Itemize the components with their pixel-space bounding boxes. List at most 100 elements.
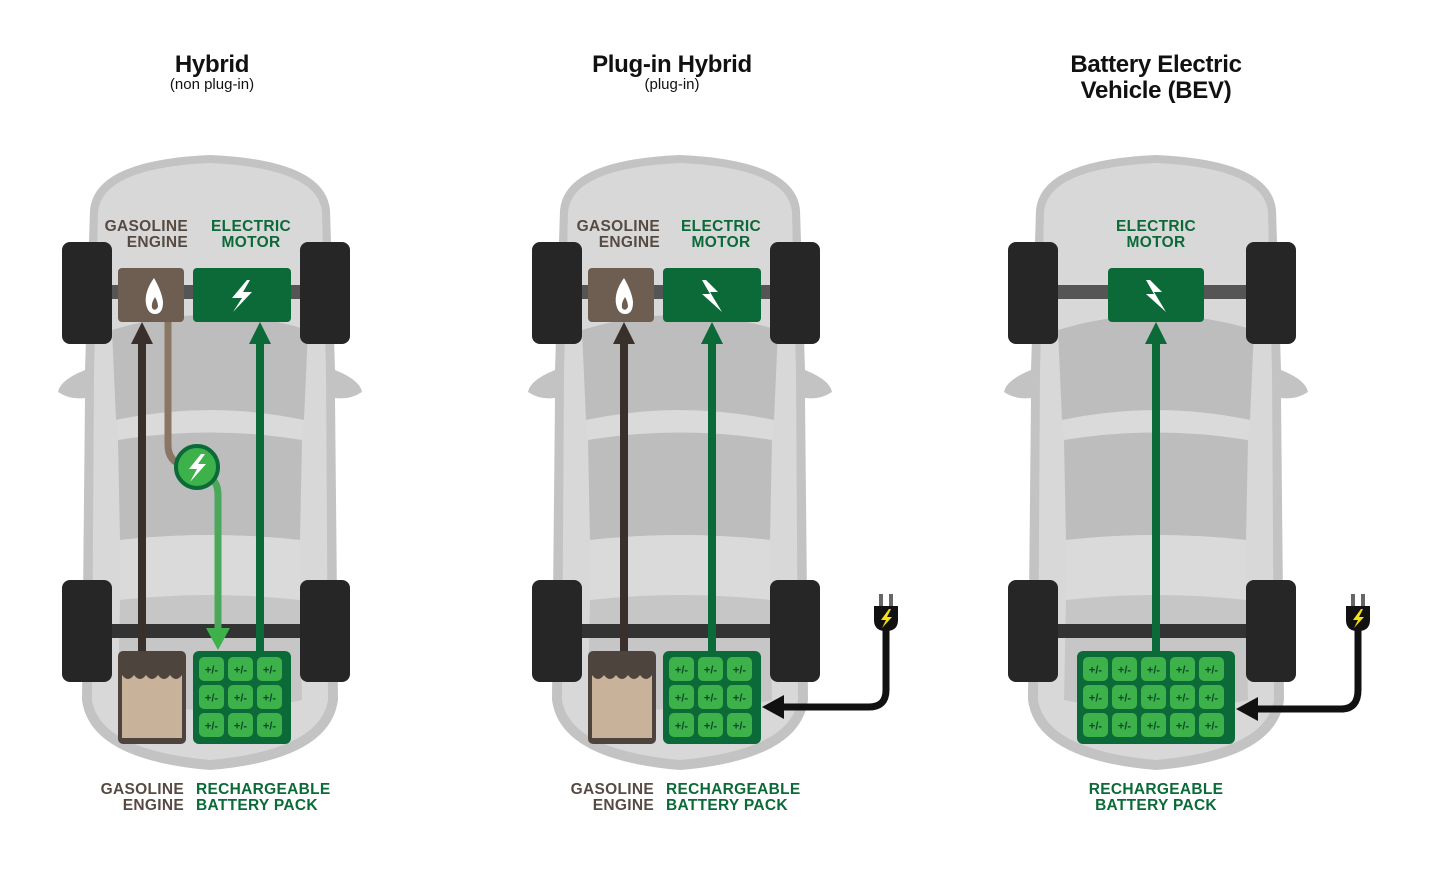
title-main: Hybrid xyxy=(174,51,250,78)
svg-text:+/-: +/- xyxy=(733,665,746,677)
label-gasoline-engine-bottom: GASOLINE ENGINE xyxy=(570,781,654,814)
svg-text:+/-: +/- xyxy=(1176,721,1189,733)
svg-text:+/-: +/- xyxy=(1147,721,1160,733)
label-electric-motor-top: ELECTRIC MOTOR xyxy=(681,218,761,251)
label-gasoline-engine-top: GASOLINE ENGINE xyxy=(104,218,188,251)
battery-cell xyxy=(1083,713,1108,737)
battery-cell xyxy=(228,685,253,709)
fuel-tank-icon xyxy=(118,651,186,744)
svg-text:+/-: +/- xyxy=(234,693,247,705)
svg-text:+/-: +/- xyxy=(675,665,688,677)
svg-text:+/-: +/- xyxy=(704,693,717,705)
battery-cell xyxy=(698,713,723,737)
battery-cell xyxy=(669,713,694,737)
svg-text:+/-: +/- xyxy=(733,693,746,705)
svg-text:+/-: +/- xyxy=(1176,693,1189,705)
tire-rear-right xyxy=(300,580,350,682)
title-subtitle: (plug-in) xyxy=(644,76,700,93)
label-electric-motor-top: ELECTRIC MOTOR xyxy=(1116,218,1196,251)
svg-text:+/-: +/- xyxy=(1089,693,1102,705)
label-battery-pack-bottom: RECHARGEABLE BATTERY PACK xyxy=(1088,781,1224,814)
battery-cell xyxy=(669,657,694,681)
label-electric-motor-top: ELECTRIC MOTOR xyxy=(211,218,291,251)
battery-pack: +/-+/-+/-+/-+/-+/-+/-+/-+/- xyxy=(663,651,761,744)
label-battery-pack-bottom: RECHARGEABLE BATTERY PACK xyxy=(666,781,801,814)
lightning-bolt-icon xyxy=(663,268,761,322)
tire-rear-left xyxy=(1008,580,1058,682)
panel-hybrid: +/- +/- +/- +/- +/- +/- +/- +/- +/- Hybrid (non … xyxy=(0,0,476,874)
rear-axle xyxy=(560,624,800,638)
svg-text:+/-: +/- xyxy=(205,693,218,705)
panel-title: Hybrid (non plug-in) xyxy=(0,51,424,93)
battery-cell xyxy=(1112,685,1137,709)
svg-text:+/-: +/- xyxy=(704,665,717,677)
generator-icon xyxy=(174,444,220,490)
battery-cell xyxy=(199,713,224,737)
panel-title: Battery Electric Vehicle (BEV) xyxy=(946,52,1366,104)
panel-plugin-hybrid: +/-+/-+/-+/-+/-+/-+/-+/-+/- Plug-in Hybr… xyxy=(470,0,946,874)
svg-text:+/-: +/- xyxy=(1118,665,1131,677)
car-top-view-hybrid: +/- +/- +/- +/- +/- +/- +/- +/- +/- xyxy=(58,155,362,770)
svg-text:+/-: +/- xyxy=(205,721,218,733)
fuel-tank-icon xyxy=(588,651,656,744)
tire-rear-right xyxy=(770,580,820,682)
battery-cell xyxy=(1083,685,1108,709)
lightning-bolt-icon xyxy=(1108,268,1204,322)
label-gasoline-engine-bottom: GASOLINE ENGINE xyxy=(100,781,184,814)
battery-cell xyxy=(1199,713,1224,737)
battery-cell xyxy=(727,685,752,709)
battery-cell xyxy=(1141,657,1166,681)
title-main-line2: Vehicle (BEV) xyxy=(1080,77,1232,104)
charging-cord xyxy=(780,630,890,711)
svg-text:+/-: +/- xyxy=(1205,721,1218,733)
tire-front-right xyxy=(300,242,350,344)
battery-cell xyxy=(698,657,723,681)
power-plug-icon xyxy=(1346,594,1370,631)
svg-text:+/-: +/- xyxy=(1205,665,1218,677)
title-main: Plug-in Hybrid xyxy=(592,51,752,78)
tire-front-left xyxy=(62,242,112,344)
tire-front-left xyxy=(532,242,582,344)
svg-text:+/-: +/- xyxy=(263,665,276,677)
battery-cell xyxy=(1141,685,1166,709)
label-battery-pack-bottom: RECHARGEABLE BATTERY PACK xyxy=(196,781,331,814)
tire-rear-right xyxy=(1246,580,1296,682)
svg-text:+/-: +/- xyxy=(205,665,218,677)
battery-cell xyxy=(698,685,723,709)
svg-text:+/-: +/- xyxy=(234,721,247,733)
title-subtitle: (non plug-in) xyxy=(169,76,255,93)
battery-cell xyxy=(1112,713,1137,737)
tire-front-right xyxy=(770,242,820,344)
battery-cell xyxy=(1170,713,1195,737)
battery-cell xyxy=(1170,657,1195,681)
charging-cord xyxy=(1254,630,1362,713)
svg-text:+/-: +/- xyxy=(1176,665,1189,677)
panel-title: Plug-in Hybrid (plug-in) xyxy=(470,51,874,93)
flame-icon xyxy=(118,268,184,322)
panel-bev: +/-+/-+/-+/-+/-+/-+/-+/-+/-+/-+/-+/-+/-+… xyxy=(946,0,1422,874)
svg-text:+/-: +/- xyxy=(263,721,276,733)
battery-cell xyxy=(1083,657,1108,681)
battery-cell xyxy=(1170,685,1195,709)
svg-text:+/-: +/- xyxy=(733,721,746,733)
svg-text:+/-: +/- xyxy=(1089,721,1102,733)
battery-cell xyxy=(1199,685,1224,709)
battery-cell xyxy=(1199,657,1224,681)
battery-cell xyxy=(257,713,282,737)
battery-cell xyxy=(727,713,752,737)
tire-rear-left xyxy=(62,580,112,682)
label-gasoline-engine-top: GASOLINE ENGINE xyxy=(576,218,660,251)
svg-text:+/-: +/- xyxy=(1147,665,1160,677)
svg-text:+/-: +/- xyxy=(675,693,688,705)
battery-cell xyxy=(228,713,253,737)
svg-text:+/-: +/- xyxy=(263,693,276,705)
flame-icon xyxy=(588,268,654,322)
svg-text:+/-: +/- xyxy=(234,665,247,677)
battery-cell xyxy=(257,685,282,709)
tire-front-right xyxy=(1246,242,1296,344)
car-top-view-plugin-hybrid: +/-+/-+/-+/-+/-+/-+/-+/-+/- xyxy=(528,155,898,770)
battery-pack: +/- +/- +/- +/- +/- +/- +/- +/- +/- xyxy=(193,651,291,744)
tire-rear-left xyxy=(532,580,582,682)
battery-cell xyxy=(199,685,224,709)
power-plug-icon xyxy=(874,594,898,631)
